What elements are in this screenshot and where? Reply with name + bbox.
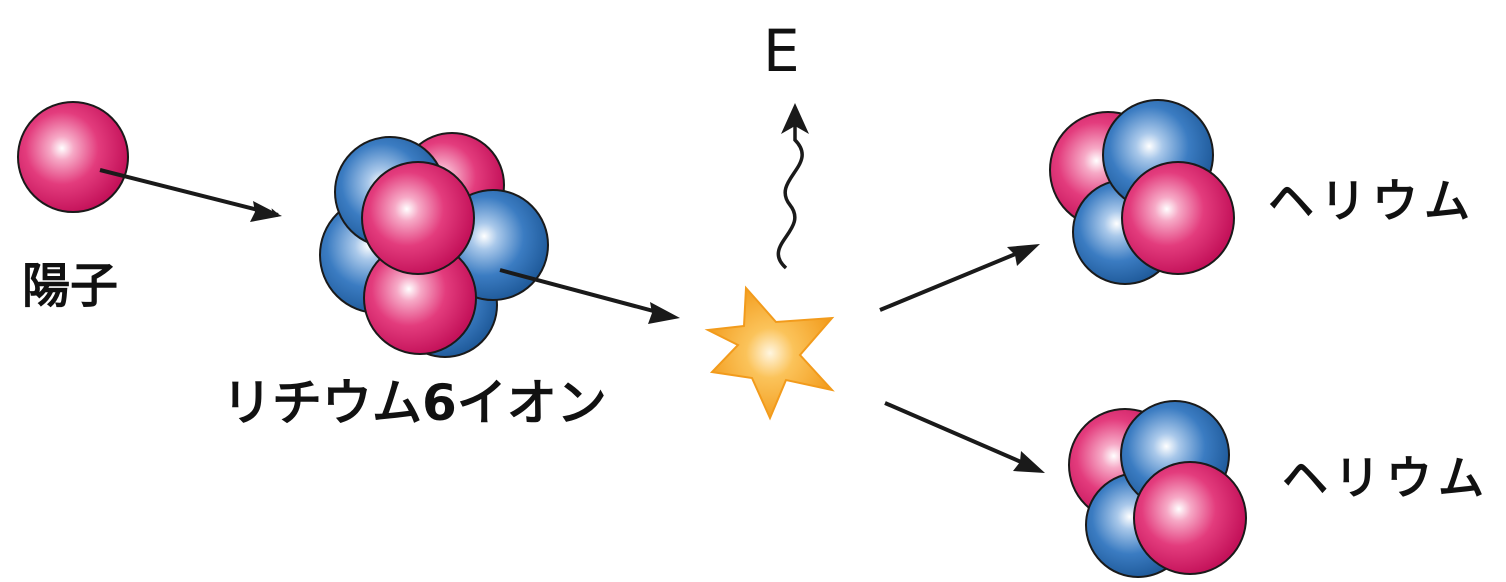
lithium-nucleus bbox=[319, 132, 549, 358]
energy-arrowhead bbox=[781, 103, 809, 134]
arrowhead-burst-to-helium-2 bbox=[1013, 451, 1045, 473]
helium-label-1: ヘリウム bbox=[1268, 174, 1476, 228]
burst-icon bbox=[704, 285, 835, 421]
arrow-burst-to-helium-1 bbox=[879, 246, 1031, 312]
arrowhead-proton-to-lithium bbox=[250, 201, 282, 222]
helium-label-2: ヘリウム bbox=[1282, 451, 1490, 505]
arrowhead-lithium-to-burst bbox=[648, 302, 680, 324]
arrow-lithium-to-burst bbox=[499, 268, 673, 318]
arrow-proton-to-lithium bbox=[99, 168, 280, 218]
arrowhead-burst-to-helium-1 bbox=[1007, 244, 1040, 266]
lithium-ion-label: リチウム6イオン bbox=[222, 374, 607, 432]
energy-wave bbox=[776, 120, 804, 270]
proton-label: 陽子 bbox=[22, 258, 119, 314]
incoming-proton bbox=[17, 101, 129, 213]
helium-nucleus-1 bbox=[1049, 99, 1235, 285]
energy-label: E bbox=[763, 17, 800, 85]
arrow-burst-to-helium-2 bbox=[884, 401, 1036, 470]
helium-nucleus-2 bbox=[1068, 400, 1247, 578]
